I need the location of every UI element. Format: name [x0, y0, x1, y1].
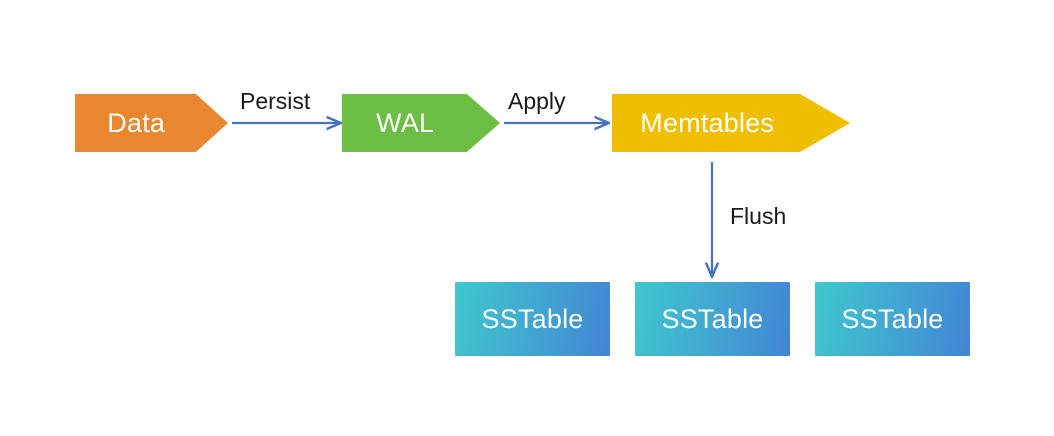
node-wal[interactable]: WAL — [342, 94, 500, 152]
edge-label-persist: Persist — [240, 88, 311, 114]
node-memtables-label: Memtables — [640, 107, 775, 138]
node-data-label: Data — [107, 107, 166, 138]
node-sstable-2-label: SSTable — [661, 303, 764, 334]
edge-label-apply: Apply — [508, 88, 566, 114]
node-memtables[interactable]: Memtables — [612, 94, 850, 152]
node-sstable-3-label: SSTable — [841, 303, 944, 334]
node-sstable-3[interactable]: SSTable — [815, 282, 970, 356]
node-data[interactable]: Data — [75, 94, 228, 152]
edge-label-flush: Flush — [730, 203, 787, 229]
node-sstable-2[interactable]: SSTable — [635, 282, 790, 356]
node-sstable-1[interactable]: SSTable — [455, 282, 610, 356]
node-sstable-1-label: SSTable — [481, 303, 584, 334]
node-wal-label: WAL — [376, 107, 435, 138]
